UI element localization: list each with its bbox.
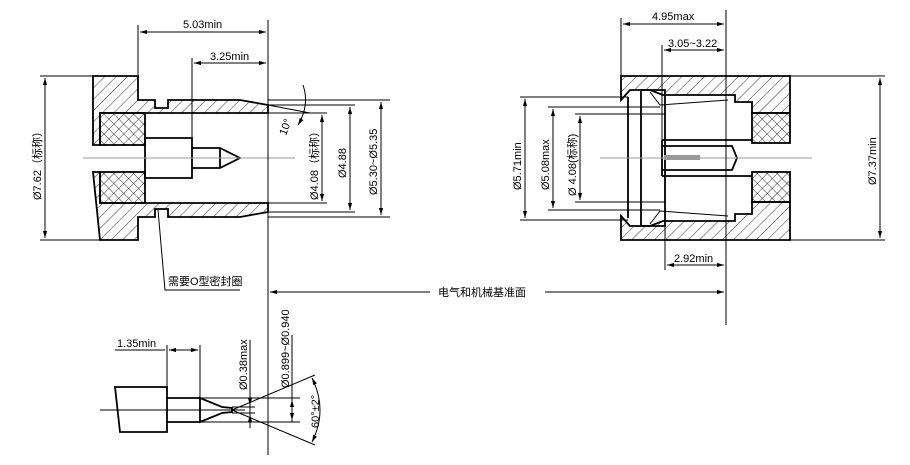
- dim-7-37min: Ø7.37min: [867, 137, 879, 185]
- dim-5-71min: Ø5.71min: [512, 142, 524, 190]
- dim-5-08max: Ø5.08max: [540, 139, 552, 190]
- dim-3-05-3-22: 3.05~3.22: [668, 38, 717, 50]
- angle-60: 60°±2°: [310, 395, 322, 428]
- angle-10: 10°: [278, 117, 295, 137]
- dim-3-25min: 3.25min: [210, 51, 249, 63]
- pin-detail: [100, 335, 321, 446]
- right-connector-section: [520, 10, 885, 325]
- reference-plane-label: 电气和机械基准面: [438, 285, 526, 299]
- dim-4-95max: 4.95max: [652, 11, 695, 23]
- dim-0-899-0-940: Ø0.899~Ø0.940: [280, 309, 292, 388]
- note-oring: 需要O型密封圈: [168, 274, 243, 288]
- dim-2-92min: 2.92min: [674, 253, 713, 265]
- dim-5-30-5-35: Ø5.30~Ø5.35: [368, 129, 380, 195]
- left-connector-section: [40, 20, 390, 455]
- dim-4-08: Ø4.08（标称）: [307, 126, 321, 200]
- dim-5-03min: 5.03min: [183, 19, 222, 31]
- dim-0-38max: Ø0.38max: [238, 339, 250, 390]
- dim-4-88: Ø4.88: [337, 148, 349, 178]
- dim-7-62: Ø7.62（标称）: [30, 126, 44, 200]
- dim-4-08-nominal: Ø 4.08(标称): [565, 134, 579, 196]
- dim-1-35min: 1.35min: [117, 338, 156, 350]
